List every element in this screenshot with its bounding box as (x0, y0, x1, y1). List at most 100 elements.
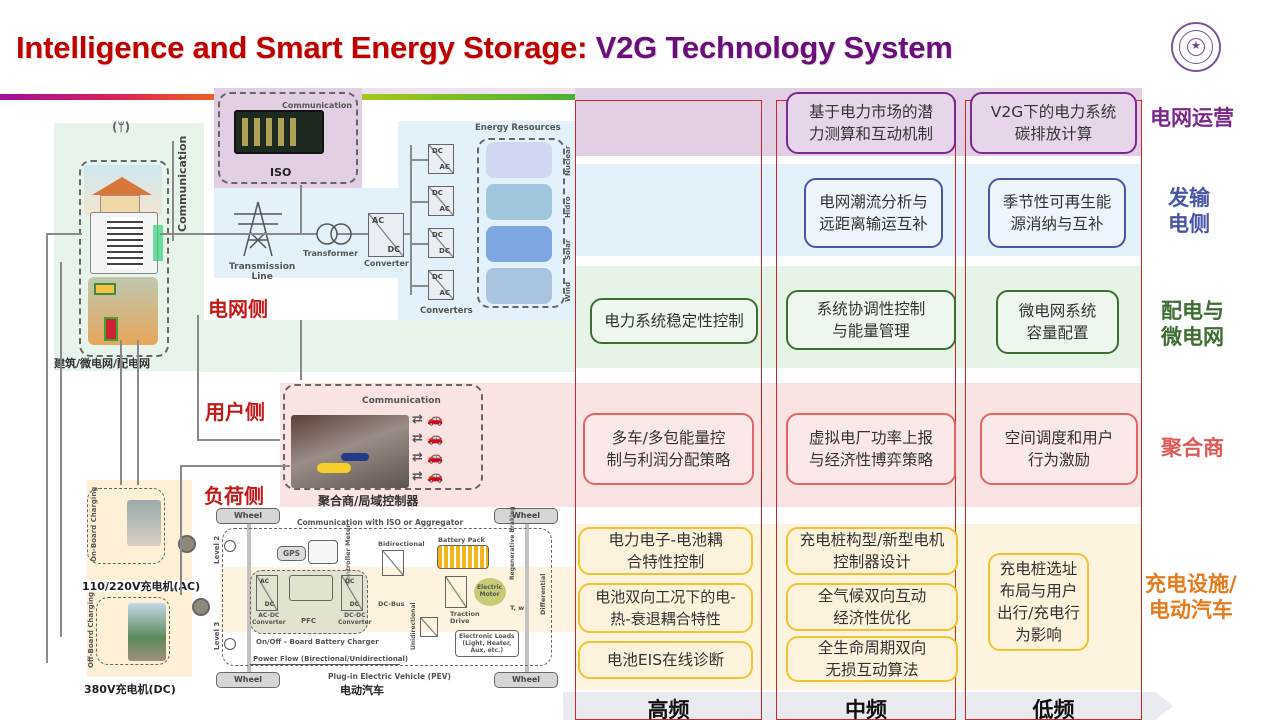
ev-car-icon: ⇄ 🚗 (412, 431, 444, 446)
aux-dc-dc-converter-icon (420, 617, 438, 637)
row-label-aggregator: 聚合商 (1161, 436, 1224, 460)
aggregator-label: 聚合商/局域控制器 (318, 494, 419, 508)
aggregator-frame (283, 384, 483, 490)
parking-lot-image (291, 415, 409, 488)
differential-label: Differential (539, 573, 547, 616)
cell-dist-low: 微电网系统 容量配置 (996, 290, 1119, 354)
cell-ev-high-3: 电池EIS在线诊断 (578, 641, 753, 679)
building-label: 建筑/微电网/配电网 (54, 357, 151, 370)
house-solar-icon (84, 165, 162, 215)
row-label-distribution-microgrid: 配电与 微电网 (1161, 299, 1224, 349)
pev-dc-dc-label: DC-DC Converter (338, 612, 372, 626)
resource-feed-line (411, 243, 428, 245)
load-side-label: 负荷侧 (204, 484, 264, 508)
title-part-2: V2G Technology System (595, 30, 953, 65)
power-flow-arrow (250, 664, 400, 665)
hidro-plant-icon (486, 184, 552, 220)
building-group-frame (79, 160, 169, 357)
transformer-icon (310, 222, 360, 246)
pev-label: Plug-in Electric Vehicle (PEV) (328, 672, 451, 681)
unidirectional-label: Unidirectional (410, 602, 417, 650)
dc-plug-icon (192, 598, 210, 616)
cell-ev-low-1: 充电桩选址 布局与用户 出行/充电行 为影响 (988, 553, 1089, 651)
microgrid-station-icon (88, 277, 158, 345)
iso-aggregator-line (300, 320, 302, 380)
wind-plant-icon (486, 268, 552, 304)
level-2-port-icon (224, 540, 236, 552)
column-label-high-frequency: 高频 (647, 698, 690, 720)
pev-frame (222, 528, 552, 666)
pfc-circuit-icon (289, 575, 333, 601)
user-link-line (197, 315, 199, 440)
energy-resources-frame (477, 138, 565, 308)
iso-frame (218, 92, 358, 184)
battery-pack-label: Battery Pack (438, 536, 485, 544)
pfc-label: PFC (301, 617, 317, 625)
ac-plug-icon (178, 535, 196, 553)
frequency-axis-arrow-icon (1155, 692, 1173, 720)
grid-zone-lower (200, 320, 575, 372)
traction-drive-label: Traction Drive (450, 610, 480, 625)
user-link-line-h (197, 439, 287, 441)
ac-charger-frame (87, 488, 165, 564)
gps-module: GPS (277, 546, 307, 561)
comm-line (172, 141, 174, 241)
electronic-loads-box: Electronic Loads (Light, Heater, Aux, et… (455, 630, 519, 657)
slide-title: Intelligence and Smart Energy Storage: V… (16, 30, 953, 66)
resource-feed-line (411, 201, 428, 203)
antenna-icon: (ᛘ) (112, 120, 131, 134)
energy-resources-title: Energy Resources (475, 123, 561, 133)
transformer-label: Transformer (303, 249, 359, 258)
left-bus-line (46, 233, 48, 663)
ev-car-icon: ⇄ 🚗 (412, 412, 444, 427)
university-seal-icon: ★ (1171, 22, 1221, 72)
ev-car-icon: ⇄ 🚗 (412, 450, 444, 465)
transmission-tower-icon (230, 200, 286, 258)
ac-feed-line-2 (137, 340, 139, 485)
converters-label: Converters (420, 306, 473, 316)
cell-ops-low: V2G下的电力系统 碳排放计算 (970, 92, 1137, 154)
iso-down-line (300, 185, 302, 235)
resource-label-solar: Solar (564, 239, 572, 260)
level-2-label: Level 2 (213, 535, 221, 564)
row-label-generation-transmission: 发输 电侧 (1168, 186, 1210, 236)
regenerative-braking-label: Regenerative Braking (509, 506, 516, 580)
solar-plant-icon (486, 226, 552, 262)
cell-agg-high: 多车/多包能量控 制与利润分配策略 (583, 413, 754, 485)
wheel-rear-left: Wheel (216, 672, 280, 688)
traction-drive-converter-icon (445, 576, 467, 608)
resource-label-wind: Wind (564, 281, 572, 302)
cell-gen-low: 季节性可再生能 源消纳与互补 (988, 178, 1126, 248)
dc-bus-label: DC-Bus (378, 600, 405, 608)
cell-dist-mid: 系统协调性控制 与能量管理 (786, 290, 956, 350)
front-axle (247, 524, 251, 672)
pev-communication-label: Communication with ISO or Aggregator (297, 518, 464, 527)
gradient-bar-right (362, 94, 782, 100)
converter-label: Converter (364, 259, 409, 268)
aggregator-communication-label: Communication (362, 396, 441, 406)
dc-charger-vertical-label: Off-Board Charging (87, 592, 95, 668)
building-to-transmission-line (160, 233, 280, 235)
ac-feed-line (120, 340, 122, 485)
power-flow-label: Power Flow (Birectional/Unidirectional) (253, 655, 409, 663)
cell-dist-high: 电力系统稳定性控制 (590, 298, 758, 344)
dc-charger-label: 380V充电机(DC) (84, 683, 176, 696)
cell-agg-low: 空间调度和用户 行为激励 (980, 413, 1138, 485)
user-to-charger-line (180, 465, 182, 595)
resource-feed-line (411, 285, 428, 287)
dc-charger-image (128, 603, 166, 661)
bidirectional-label: Bidirectional (378, 540, 425, 548)
ev-car-icon: ⇄ 🚗 (412, 469, 444, 484)
wheel-rear-right: Wheel (494, 672, 558, 688)
nuclear-plant-icon (486, 142, 552, 178)
battery-pack-icon (437, 545, 489, 569)
communication-vertical-label: Communication (176, 135, 189, 232)
cell-agg-mid: 虚拟电厂功率上报 与经济性博弈策略 (786, 413, 956, 485)
ac-charger-image (127, 500, 161, 546)
resource-feed-line (411, 159, 428, 161)
row-label-grid-operation: 电网运营 (1150, 106, 1234, 130)
